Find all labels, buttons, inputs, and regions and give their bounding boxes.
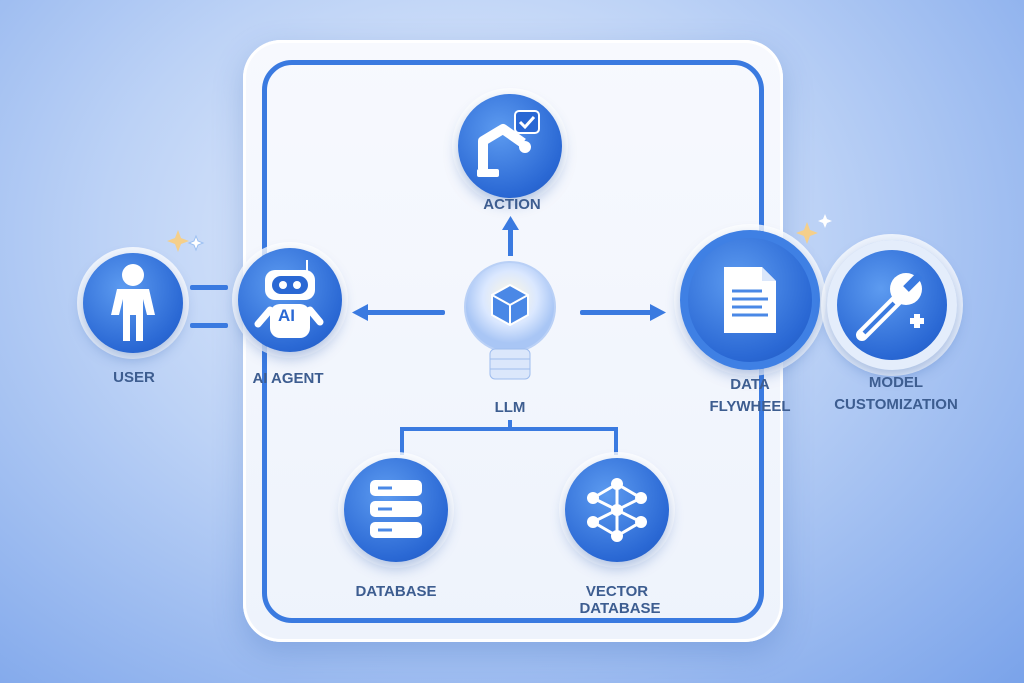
model-customization-label-line2: CUSTOMIZATION: [834, 396, 958, 413]
data-flywheel-label-line1: DATA: [730, 376, 770, 393]
database-node: [344, 458, 448, 562]
server-stack-icon: [370, 480, 422, 538]
user-node: [83, 253, 183, 353]
arrow-user-to-agent: [190, 285, 228, 290]
arrow-head-up-icon: [502, 216, 519, 230]
model-customization-node: [827, 240, 957, 370]
sparkle-icon: [167, 230, 205, 252]
vector-database-node: [565, 458, 669, 562]
branch-line: [400, 427, 618, 431]
robotic-arm-icon: [477, 110, 540, 177]
ai-badge: AI: [278, 306, 295, 325]
document-icon: [724, 267, 776, 333]
data-flywheel-label-line2: FLYWHEEL: [709, 398, 791, 415]
sparkle-icon: [796, 214, 832, 244]
llm-label: LLM: [494, 399, 526, 416]
arrow-llm-to-flywheel: [580, 310, 652, 315]
ai-agent-label: AI AGENT: [252, 370, 324, 387]
action-node: [458, 94, 562, 198]
model-customization-label-line1: MODEL: [868, 374, 924, 391]
action-label: ACTION: [483, 196, 541, 213]
data-flywheel-node: [680, 230, 820, 370]
vector-database-label-line2: DATABASE: [579, 600, 661, 617]
network-graph-icon: [587, 478, 647, 542]
vector-database-label-line1: VECTOR: [585, 583, 649, 600]
robot-icon: [254, 260, 324, 338]
database-label: DATABASE: [355, 583, 437, 600]
arrow-llm-to-agent: [365, 310, 445, 315]
arrow-head-left-icon: [352, 304, 368, 321]
branch-to-vector-database: [614, 427, 618, 455]
arrow-agent-to-user: [190, 323, 228, 328]
lightbulb-icon: [464, 261, 556, 380]
ai-agent-node: AI: [238, 248, 342, 352]
user-label: USER: [113, 369, 155, 386]
arrow-llm-to-action: [508, 228, 513, 256]
branch-stem: [508, 420, 512, 430]
arrow-head-right-icon: [650, 304, 666, 321]
person-icon: [111, 264, 155, 341]
branch-to-database: [400, 427, 404, 455]
wrench-icon: [856, 272, 924, 341]
